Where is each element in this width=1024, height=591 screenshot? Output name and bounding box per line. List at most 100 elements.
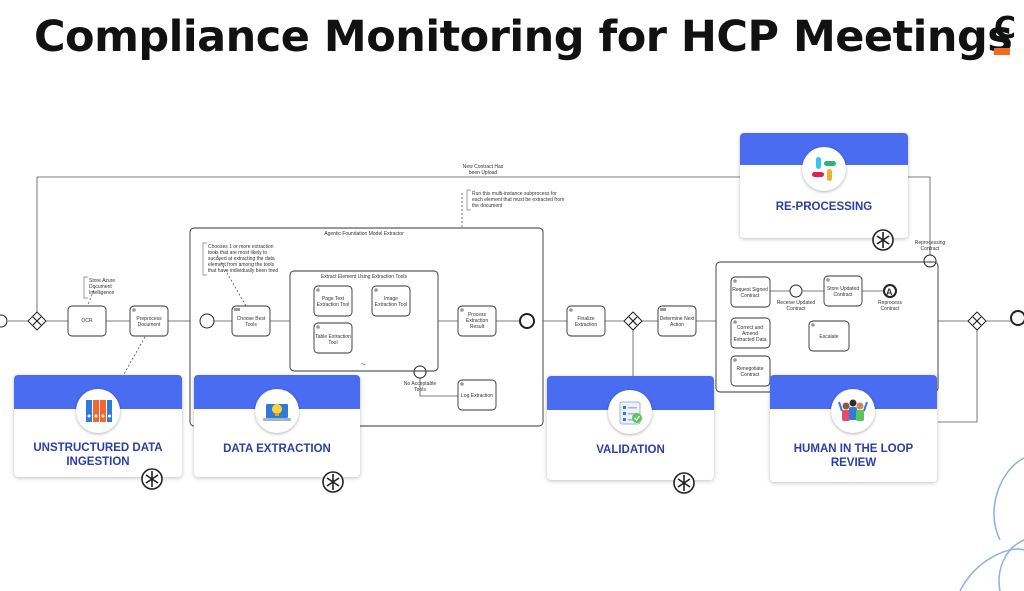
label-subprocess: Extract Element Using Extraction Tools (321, 274, 408, 280)
label-process-2: Extraction (466, 318, 488, 324)
multi-instance-marker: ~ (361, 360, 366, 369)
label-reprocessing-note-1: Reprocessing (915, 240, 946, 246)
label-determine-2: Action (670, 322, 684, 328)
label-process-3: Result (470, 324, 485, 330)
laptop-bulb-icon (255, 389, 299, 433)
note-multi-3: the document (472, 203, 503, 209)
label-preprocess-2: Document (138, 322, 161, 328)
label-reprocess-contract-1: Reprocess (878, 300, 902, 306)
slack-icon (802, 147, 846, 191)
label-store-updated-2: Contract (834, 292, 854, 298)
no-tool-event (413, 365, 427, 379)
note-choose-1: Chooses 1 or more extraction (208, 244, 274, 250)
label-correct-3: Extracted Data (733, 337, 766, 343)
label-page-text-1: Page Text (322, 296, 345, 302)
label-table-2: Tool (328, 340, 337, 346)
pool-start-event (199, 313, 215, 329)
task-choose-tools (231, 305, 271, 337)
label-process-1: Process (468, 312, 487, 318)
people-icon (831, 389, 875, 433)
brand-letter: C (994, 11, 1017, 46)
decorative-arcs (959, 457, 1024, 591)
note-bracket-choose (202, 242, 207, 276)
pool-end-event (519, 313, 535, 329)
label-renegotiate-2: Contract (741, 372, 761, 378)
label-request-1: Request Signed (732, 287, 768, 293)
note-link-preprocess (123, 336, 146, 375)
label-reprocessing-note-2: Contract (921, 246, 941, 252)
label-determine-1: Determine Next (660, 316, 695, 322)
label-escalate: Escalate (819, 334, 838, 340)
label-renegotiate-1: Renegotiate (737, 366, 764, 372)
label-preprocess-1: Preprocess (136, 316, 162, 322)
label-receive-1: Receive Updated (777, 300, 816, 306)
label-reprocess-contract-2: Contract (881, 306, 901, 312)
review-card: HUMAN IN THE LOOP REVIEW (770, 375, 937, 482)
note-store-3: Intelligence (89, 290, 115, 296)
label-image-2: Extraction Tool (375, 302, 408, 308)
brand-logo: C (994, 14, 1016, 62)
page-title: Compliance Monitoring for HCP Meetings (34, 12, 1013, 62)
note-store-2: Document (89, 284, 112, 290)
receive-event (789, 284, 803, 298)
label-receive-2: Contract (787, 306, 807, 312)
note-store-1: Store Azure (89, 278, 115, 284)
task-request-signed (730, 276, 771, 308)
label-choose-2: Tools (245, 322, 257, 328)
edge-review-exit (938, 330, 978, 423)
note-bracket-store (83, 276, 88, 299)
ingestion-card: UNSTRUCTURED DATA INGESTION (14, 375, 182, 477)
label-correct-1: Correct and (737, 325, 763, 331)
task-preprocess (129, 305, 169, 337)
task-finalize (566, 305, 606, 337)
note-top-loop-1: New Contract Has (463, 164, 504, 170)
ingestion-label-1: UNSTRUCTURED DATA (33, 442, 163, 454)
note-bracket-multi (466, 189, 471, 211)
task-ocr (67, 305, 107, 337)
label-page-text-2: Extraction Tool (317, 302, 350, 308)
note-link-store (86, 286, 96, 308)
task-escalate (808, 320, 850, 352)
label-no-tool-1: No Acceptable (404, 381, 436, 387)
brand-accent-bar (994, 48, 1010, 55)
task-store-updated (823, 275, 863, 307)
end-event (1010, 310, 1024, 326)
review-label-2: REVIEW (830, 457, 877, 469)
note-choose-4: element from among the tools (208, 262, 275, 268)
review-label-1: HUMAN IN THE LOOP (793, 443, 914, 455)
checklist-icon (608, 390, 652, 434)
task-page-text-tool (313, 285, 353, 317)
label-ocr: OCR (81, 318, 93, 324)
label-no-tool-2: Tools (414, 387, 426, 393)
extract-subprocess (289, 270, 439, 372)
reprocess-event (923, 254, 937, 268)
label-log-extraction: Log Extraction (461, 393, 493, 399)
label-finalize-2: Extraction (575, 322, 597, 328)
label-store-updated-1: Store Updated (827, 286, 859, 292)
task-process-result (457, 305, 497, 337)
label-image-1: Image (384, 296, 398, 302)
note-multi-1: Run this multi-instance subprocess for (472, 191, 557, 197)
start-event (0, 314, 8, 328)
reprocessing-card: RE-PROCESSING (740, 133, 908, 238)
extraction-card: DATA EXTRACTION (194, 375, 360, 477)
note-choose-2: tools that are most likely to (208, 250, 267, 256)
extractor-pool (189, 227, 544, 427)
edge-top-loop (36, 176, 931, 312)
note-choose-3: succeed at extracting the data (208, 256, 275, 262)
label-finalize-1: Finalize (577, 316, 594, 322)
task-log-extraction (457, 379, 497, 411)
extraction-label: DATA EXTRACTION (223, 443, 331, 455)
review-end-glyph: A (886, 287, 893, 297)
label-request-2: Contract (741, 293, 761, 299)
note-choose-5: that have individually been tried (208, 268, 278, 274)
task-table-tool (313, 322, 353, 354)
label-correct-2: Amend (742, 331, 758, 337)
validation-card: VALIDATION (547, 376, 714, 480)
reprocessing-label: RE-PROCESSING (775, 201, 873, 213)
review-end-event (883, 284, 897, 298)
validation-label: VALIDATION (596, 444, 665, 456)
note-multi-2: each element that must be extracted from (472, 197, 564, 203)
note-top-loop-2: been Upload (469, 170, 498, 176)
